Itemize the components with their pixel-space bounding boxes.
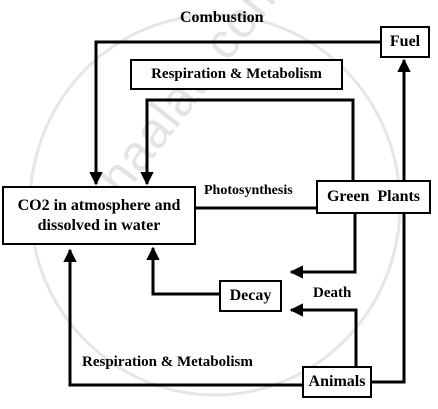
- death-label: Death: [313, 285, 352, 301]
- green-plants-box: Green Plants: [316, 180, 431, 214]
- respiration-metabolism-bottom-label: Respiration & Metabolism: [82, 354, 253, 370]
- decay-co2-arrow: [146, 246, 219, 296]
- plant-decay-arrow: [289, 213, 357, 279]
- fuel-box: Fuel: [380, 26, 430, 58]
- decay-label: Decay: [229, 287, 272, 304]
- fuel-label: Fuel: [389, 33, 421, 50]
- green-plants-label: Green Plants: [326, 188, 421, 205]
- combustion-label: Combustion: [180, 9, 264, 26]
- co2-box: CO2 in atmosphere and dissolved in water: [2, 186, 196, 245]
- decay-box: Decay: [219, 280, 282, 312]
- animal-fuel-arrow: [372, 58, 411, 384]
- death-arrow: [289, 303, 358, 366]
- animal-respiration-arrow: [63, 248, 302, 387]
- animals-label: Animals: [308, 373, 366, 390]
- respiration-metabolism-top-label: Respiration & Metabolism: [151, 66, 322, 83]
- combustion-arrow: [89, 40, 380, 186]
- co2-label: CO2 in atmosphere and dissolved in water: [17, 196, 181, 234]
- respiration-metabolism-top-box: Respiration & Metabolism: [130, 59, 343, 90]
- photosynthesis-label: Photosynthesis: [204, 183, 293, 198]
- animals-box: Animals: [302, 366, 372, 398]
- plant-respiration-arrow: [140, 98, 355, 186]
